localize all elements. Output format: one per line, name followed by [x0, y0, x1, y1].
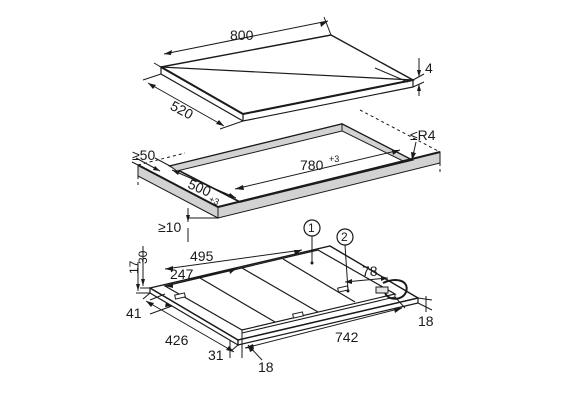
dimension-742: 742: [244, 296, 406, 349]
fixing-clip-left: [174, 292, 186, 300]
callout-1: 1: [303, 219, 321, 265]
dimension-18-right: 18: [417, 296, 434, 329]
zone-divider-2: [241, 267, 319, 313]
min-side-clearance-label: ≥10: [158, 219, 181, 235]
dimension-31: 31: [208, 333, 243, 363]
hob-underside-view: 1 2 495 247 78: [126, 219, 434, 375]
dim-41-label: 41: [126, 305, 142, 321]
zone-divider-3: [282, 258, 356, 303]
dimension-800: 800: [153, 16, 332, 68]
hob-front-left-edge: [160, 66, 244, 115]
callout-2-label: 2: [341, 230, 348, 244]
width-800-label: 800: [230, 27, 254, 43]
dimension-78: 78: [344, 263, 389, 284]
dimension-min-50: ≥50: [131, 147, 171, 172]
dimension-4: 4: [412, 58, 433, 96]
cutout-depth-tolerance: +3: [207, 194, 220, 207]
dimension-426: 426: [142, 292, 239, 353]
dimension-corner-radius: ≤R4: [410, 127, 436, 161]
hob-front-right-edge: [242, 79, 414, 115]
dim-426-label: 426: [165, 332, 189, 348]
dimension-30-17: 30 17: [127, 246, 150, 294]
dim-742-label: 742: [335, 329, 359, 345]
depth-520-label: 520: [168, 97, 196, 122]
dim-31-label: 31: [208, 347, 224, 363]
hob-top-view: 800 520 4: [142, 16, 433, 130]
cutout-width-label: 780: [300, 157, 324, 173]
dimension-41: 41: [126, 293, 173, 321]
zone-divider-1: [199, 277, 276, 323]
worktop-cutout-view: ≥50 ≤R4 780 +3 500 +3: [131, 109, 441, 242]
dimension-min-10: ≥10: [158, 208, 218, 242]
dimension-18-front: 18: [247, 344, 274, 375]
dimension-520: 520: [142, 73, 244, 130]
dim-247-label: 247: [170, 266, 194, 282]
min-rear-clearance-label: ≥50: [132, 147, 155, 163]
hob-edge-thickness: [160, 66, 414, 122]
power-cable: [382, 279, 408, 300]
dim-18-right-label: 18: [418, 313, 434, 329]
dim-78-label: 78: [362, 263, 378, 279]
dimension-247: 247: [164, 266, 238, 288]
dimension-780: 780 +3: [234, 149, 401, 190]
cutout-width-tolerance: +3: [329, 154, 339, 164]
fixing-clip-mid: [292, 311, 304, 319]
corner-radius-label: ≤R4: [410, 127, 436, 143]
dim-18-front-label: 18: [258, 359, 274, 375]
cable-connector: [375, 286, 389, 294]
dim-17-label: 17: [127, 260, 141, 274]
callout-1-label: 1: [308, 221, 315, 235]
hob-control-strip: [374, 67, 409, 83]
dimension-495: 495: [164, 248, 303, 271]
dim-495-label: 495: [190, 248, 214, 264]
dim-30-label: 30: [136, 250, 150, 264]
thickness-4-label: 4: [425, 60, 433, 76]
